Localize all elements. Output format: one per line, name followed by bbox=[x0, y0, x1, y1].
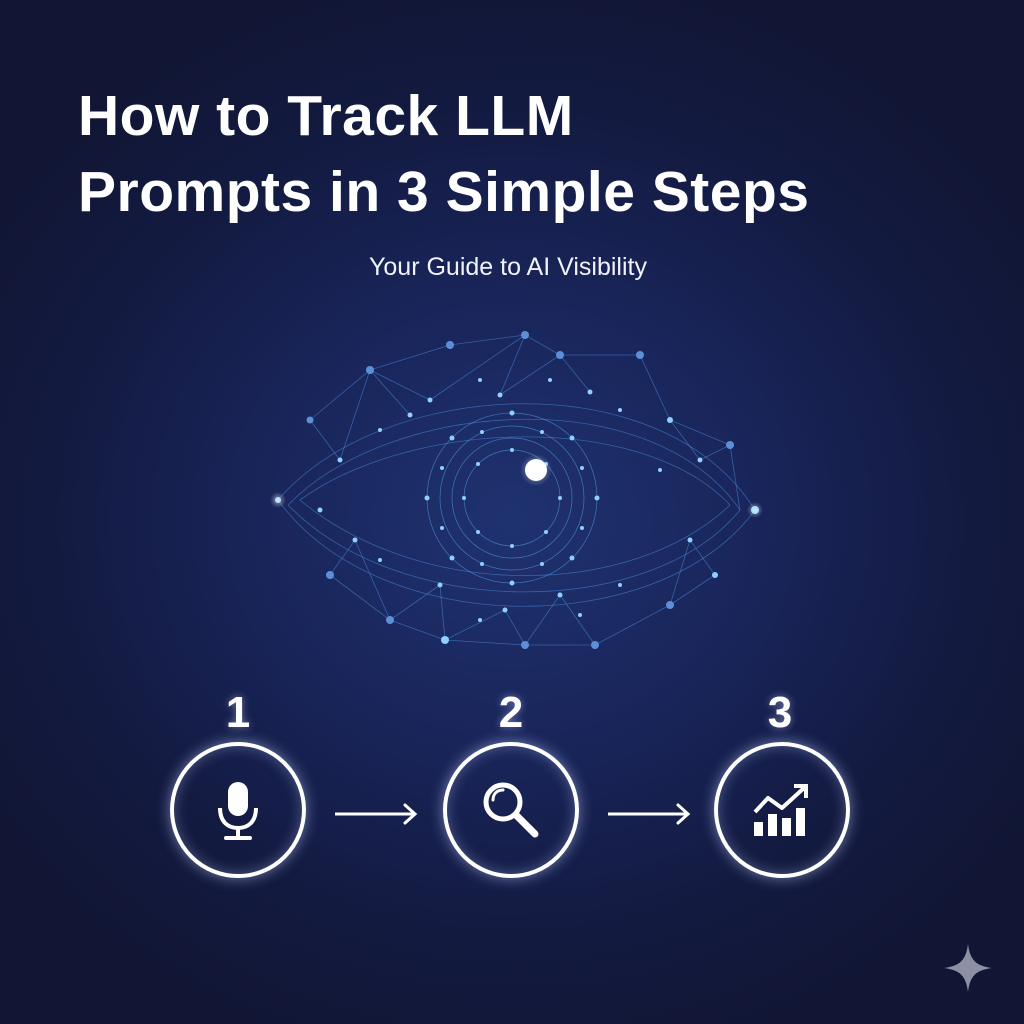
step-2-circle bbox=[443, 742, 579, 878]
bar-chart-trend-icon bbox=[753, 784, 808, 836]
step-1-number: 1 bbox=[225, 688, 251, 737]
step-3-number: 3 bbox=[767, 688, 793, 737]
title-line-1: How to Track LLM bbox=[78, 84, 574, 148]
page-title: How to Track LLM Prompts in 3 Simple Ste… bbox=[78, 78, 978, 230]
step-1-circle bbox=[170, 742, 306, 878]
step-2-number: 2 bbox=[498, 688, 524, 737]
subtitle: Your Guide to AI Visibility bbox=[369, 253, 647, 281]
network-eye-icon bbox=[270, 331, 763, 649]
microphone-icon bbox=[218, 782, 258, 840]
title-line-2: Prompts in 3 Simple Steps bbox=[78, 160, 810, 224]
magnifying-glass-icon bbox=[483, 782, 539, 838]
sparkle-icon bbox=[944, 944, 992, 992]
arrow-right-icon bbox=[608, 803, 691, 825]
step-3-circle bbox=[714, 742, 850, 878]
arrow-right-icon bbox=[335, 803, 418, 825]
